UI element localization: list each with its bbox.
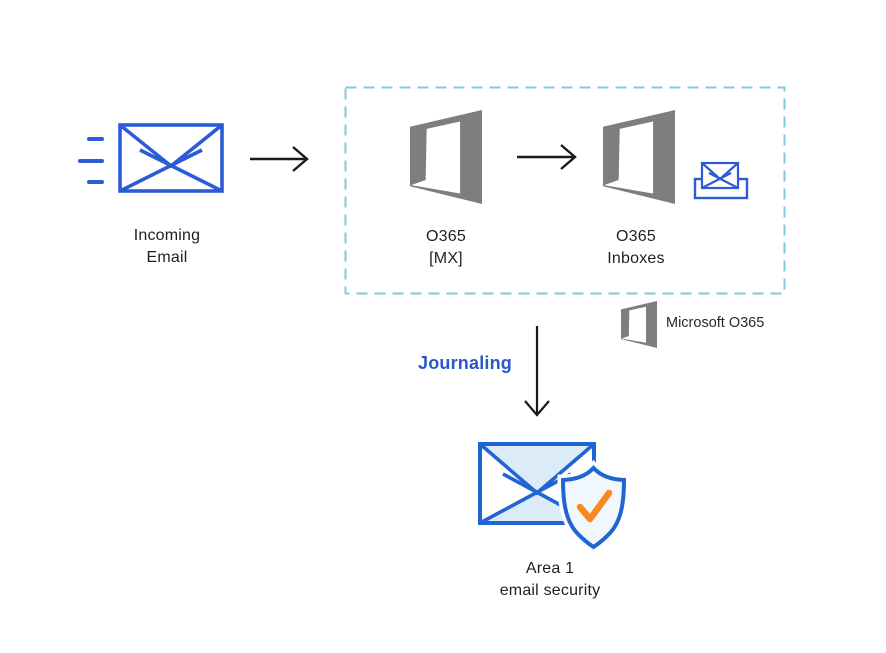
o365-inboxes-label-line1: O365 bbox=[616, 228, 656, 245]
area1-label: Area 1 email security bbox=[479, 558, 621, 602]
arrow-right-icon bbox=[517, 144, 577, 170]
incoming-email-label-line2: Email bbox=[146, 249, 188, 266]
arrow-right-icon bbox=[250, 146, 309, 172]
envelope-shield-check-icon bbox=[478, 442, 628, 552]
check-icon bbox=[576, 489, 613, 523]
o365-dashed-boundary bbox=[344, 86, 786, 295]
o365-mx-label-line1: O365 bbox=[426, 228, 466, 245]
office365-logo-icon bbox=[621, 301, 657, 348]
o365-inboxes-label: O365 Inboxes bbox=[566, 226, 706, 270]
envelope-speed-lines-icon bbox=[78, 123, 224, 193]
legend-label: Microsoft O365 bbox=[666, 315, 765, 331]
o365-mx-label-line2: [MX] bbox=[429, 250, 463, 267]
area1-shield bbox=[557, 459, 628, 552]
o365-inboxes-label-line2: Inboxes bbox=[607, 250, 665, 267]
office365-logo-icon bbox=[410, 110, 482, 204]
journaling-label: Journaling bbox=[418, 353, 513, 373]
speed-lines bbox=[78, 137, 104, 184]
arrow-down-icon bbox=[524, 326, 550, 417]
incoming-email-label-line1: Incoming bbox=[133, 227, 201, 244]
area1-label-line2: email security bbox=[499, 582, 601, 599]
office365-logo-icon bbox=[603, 110, 675, 204]
incoming-email-label: Incoming Email bbox=[97, 225, 237, 269]
o365-mx-label: O365 [MX] bbox=[376, 226, 516, 270]
inbox-envelope-icon bbox=[693, 161, 749, 200]
envelope-outline bbox=[118, 123, 224, 193]
area1-label-line1: Area 1 bbox=[525, 560, 575, 577]
